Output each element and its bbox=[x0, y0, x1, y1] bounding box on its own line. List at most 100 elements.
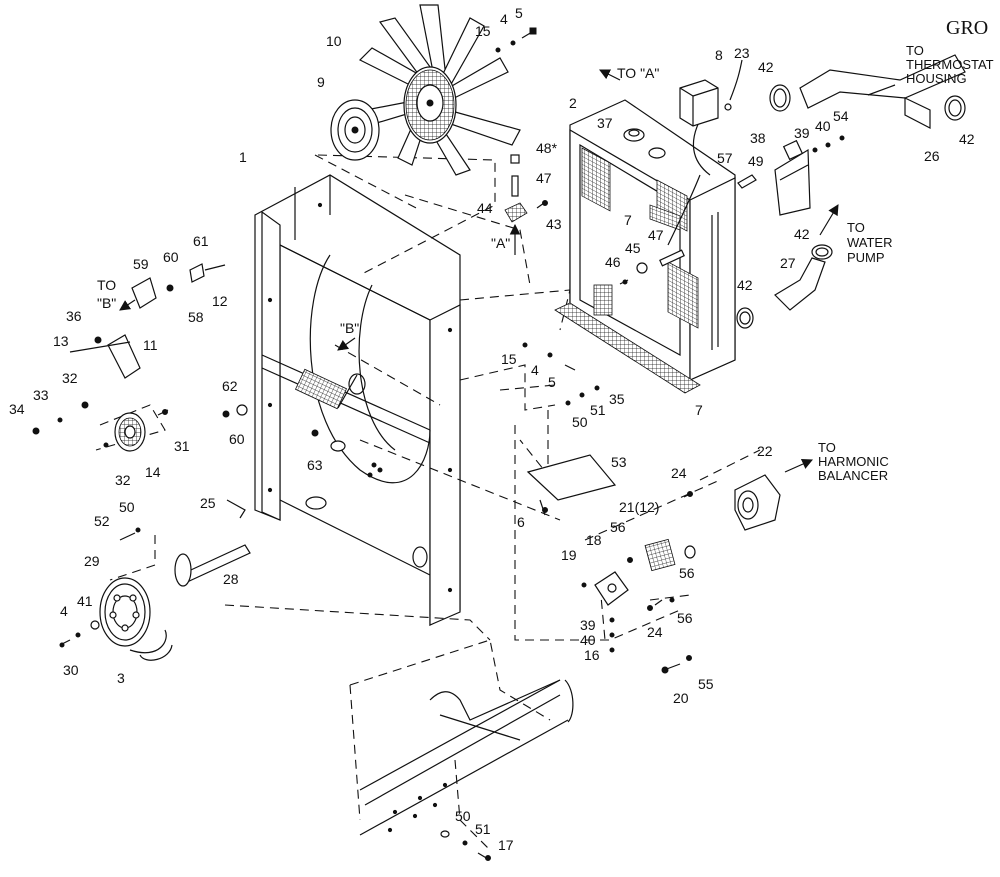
callout-7-lower: 7 bbox=[695, 402, 703, 418]
crank-pulley-assembly bbox=[59, 499, 251, 661]
callout-57: 57 bbox=[717, 150, 733, 166]
callout-39-upper: 39 bbox=[794, 125, 810, 141]
callout-27: 27 bbox=[780, 255, 796, 271]
callout-42-upper-right: 42 bbox=[959, 131, 975, 147]
callout-45: 45 bbox=[625, 240, 641, 256]
callout-2: 2 bbox=[569, 95, 577, 111]
callout-60-lower: 60 bbox=[229, 431, 245, 447]
callout-23: 23 bbox=[734, 45, 750, 61]
callout-51-mid: 51 bbox=[590, 402, 606, 418]
seal-strip-lower bbox=[554, 302, 701, 394]
callout-50-mid: 50 bbox=[572, 414, 588, 430]
note-to-thermostat-3: HOUSING bbox=[906, 71, 967, 86]
callout-56-upper: 56 bbox=[610, 519, 626, 535]
callout-14: 14 bbox=[145, 464, 161, 480]
callout-24-top: 24 bbox=[671, 465, 687, 481]
misc-fasteners bbox=[522, 342, 600, 406]
note-to-b-1: TO bbox=[97, 277, 116, 293]
callout-31: 31 bbox=[174, 438, 190, 454]
callout-15-fan: 15 bbox=[475, 23, 491, 39]
callout-12: 12 bbox=[212, 293, 228, 309]
note-to-harmonic-2: HARMONIC bbox=[818, 454, 889, 469]
callout-60-upper: 60 bbox=[163, 249, 179, 265]
callout-41: 41 bbox=[77, 593, 93, 609]
callout-8: 8 bbox=[715, 47, 723, 63]
callout-62: 62 bbox=[222, 378, 238, 394]
callout-4-pulley: 4 bbox=[60, 603, 68, 619]
callout-7-upper: 7 bbox=[624, 212, 632, 228]
callout-5-fan: 5 bbox=[515, 5, 523, 21]
callout-10: 10 bbox=[326, 33, 342, 49]
callout-5-lower: 5 bbox=[548, 374, 556, 390]
note-to-harmonic-3: BALANCER bbox=[818, 468, 888, 483]
callout-40-upper: 40 bbox=[815, 118, 831, 134]
callout-21: 21(12) bbox=[619, 499, 659, 515]
fan-blades bbox=[358, 4, 521, 176]
callout-35: 35 bbox=[609, 391, 625, 407]
note-to-harmonic-1: TO bbox=[818, 440, 836, 455]
callout-51-rail: 51 bbox=[475, 821, 491, 837]
callout-47-radiator: 47 bbox=[648, 227, 664, 243]
callout-40-lower: 40 bbox=[580, 632, 596, 648]
callout-28: 28 bbox=[223, 571, 239, 587]
note-to-water-2: WATER bbox=[847, 235, 893, 250]
callout-34: 34 bbox=[9, 401, 25, 417]
callout-26: 26 bbox=[924, 148, 940, 164]
callout-38: 38 bbox=[750, 130, 766, 146]
radiator bbox=[569, 99, 736, 382]
callout-29: 29 bbox=[84, 553, 100, 569]
lower-hose bbox=[736, 244, 833, 329]
note-to-thermostat-1: TO bbox=[906, 43, 924, 58]
projection-lines bbox=[95, 154, 761, 851]
callout-16: 16 bbox=[584, 647, 600, 663]
callout-1: 1 bbox=[239, 149, 247, 165]
callout-25: 25 bbox=[200, 495, 216, 511]
callout-36: 36 bbox=[66, 308, 82, 324]
callout-52: 52 bbox=[94, 513, 110, 529]
note-to-water-3: PUMP bbox=[847, 250, 885, 265]
callout-50-pulley: 50 bbox=[119, 499, 135, 515]
callout-39-lower: 39 bbox=[580, 617, 596, 633]
frame-fasteners bbox=[222, 404, 346, 452]
note-to-water-1: TO bbox=[847, 220, 865, 235]
callout-6: 6 bbox=[517, 514, 525, 530]
fan-pulley bbox=[330, 99, 380, 161]
callout-56-right: 56 bbox=[679, 565, 695, 581]
callout-9: 9 bbox=[317, 74, 325, 90]
callout-42-water: 42 bbox=[794, 226, 810, 242]
callout-33: 33 bbox=[33, 387, 49, 403]
upper-hose bbox=[769, 54, 966, 129]
callout-19: 19 bbox=[561, 547, 577, 563]
callout-48: 48* bbox=[536, 140, 558, 156]
callout-59: 59 bbox=[133, 256, 149, 272]
callout-58: 58 bbox=[188, 309, 204, 325]
idler-arm-assembly bbox=[32, 263, 226, 452]
callouts: 1 2 3 4 4 4 5 5 6 7 7 8 9 10 11 12 13 14… bbox=[9, 5, 975, 853]
lower-right-parts bbox=[526, 454, 781, 674]
callout-15-lower: 15 bbox=[501, 351, 517, 367]
frame-rail bbox=[359, 679, 574, 861]
callout-54: 54 bbox=[833, 108, 849, 124]
callout-53: 53 bbox=[611, 454, 627, 470]
note-view-a: "A" bbox=[491, 235, 510, 251]
callout-50-rail: 50 bbox=[455, 808, 471, 824]
callout-63: 63 bbox=[307, 457, 323, 473]
callout-3: 3 bbox=[117, 670, 125, 686]
callout-32-upper: 32 bbox=[62, 370, 78, 386]
callout-46: 46 bbox=[605, 254, 621, 270]
callout-24-bottom: 24 bbox=[647, 624, 663, 640]
callout-30: 30 bbox=[63, 662, 79, 678]
callout-43: 43 bbox=[546, 216, 562, 232]
callout-61: 61 bbox=[193, 233, 209, 249]
callout-13: 13 bbox=[53, 333, 69, 349]
note-to-thermostat-2: THERMOSTAT bbox=[906, 57, 994, 72]
callout-47-upper: 47 bbox=[536, 170, 552, 186]
callout-4-lower: 4 bbox=[531, 362, 539, 378]
callout-17: 17 bbox=[498, 837, 514, 853]
note-view-b: "B" bbox=[340, 320, 359, 336]
callout-42-upper-left: 42 bbox=[758, 59, 774, 75]
spacer-bracket-parts bbox=[504, 154, 548, 255]
callout-11: 11 bbox=[143, 337, 158, 353]
